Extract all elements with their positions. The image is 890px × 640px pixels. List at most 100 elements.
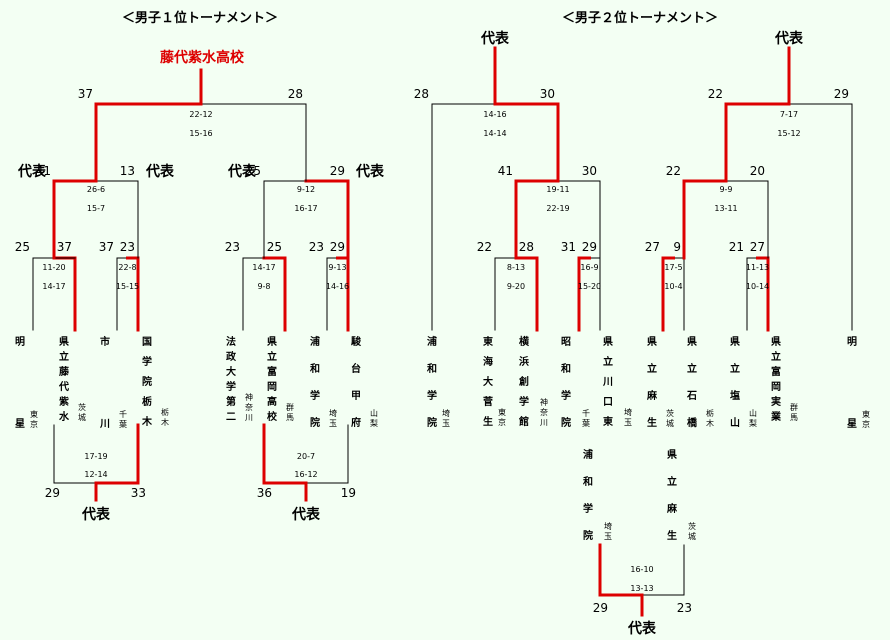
team-pref-char: 京 <box>30 419 38 429</box>
team-name-char: 立 <box>730 362 740 375</box>
score-right: 13 <box>120 164 135 178</box>
team-name-char: 院 <box>583 529 593 542</box>
set-score: 14-17 <box>252 263 275 272</box>
team-name-char: 富 <box>771 365 781 378</box>
bracket-line <box>326 257 338 331</box>
team-pref-char: 奈 <box>540 407 548 417</box>
daihyo-label: 代表 <box>145 163 175 180</box>
set-score: 16-9 <box>580 263 598 272</box>
team-name-char: 県 <box>667 448 677 461</box>
team-pref-char: 埼 <box>442 408 450 418</box>
team-name-char: 業 <box>770 410 782 423</box>
team-pref-char: 木 <box>706 418 714 428</box>
team-name-char: 学 <box>427 389 437 402</box>
team-pref-char: 千 <box>582 408 590 418</box>
bracket-line <box>305 424 349 484</box>
set-score: 13-13 <box>630 584 653 593</box>
team-name-char: 昭 <box>561 336 571 348</box>
team-pref-char: 山 <box>749 408 757 418</box>
score-right: 25 <box>267 240 282 254</box>
team-name-char: 岡 <box>771 381 781 393</box>
set-score: 10-14 <box>746 282 769 291</box>
team-pref-char: 山 <box>370 408 378 418</box>
team-name-char: 横 <box>519 335 530 348</box>
team-pref-char: 埼 <box>329 408 337 418</box>
bracket-line-winner <box>262 423 308 485</box>
score-left: 23 <box>225 240 240 254</box>
team-name-char: 立 <box>59 350 69 363</box>
score-right: 29 <box>330 240 345 254</box>
team-name-char: 水 <box>58 410 70 423</box>
team-name-char: 岡 <box>267 381 277 393</box>
score-right: 9 <box>673 240 681 254</box>
team-name-char: 浦 <box>427 335 437 348</box>
bracket-line <box>788 103 853 331</box>
team-name-char: 立 <box>647 362 657 375</box>
team-name-char: 藤 <box>59 365 70 378</box>
team-pref-char: 川 <box>540 418 548 427</box>
set-score: 14-16 <box>483 110 506 119</box>
team-pref-char: 奈 <box>245 402 253 412</box>
score-left: 22 <box>477 240 492 254</box>
team-name-char: 市 <box>100 335 110 348</box>
set-score: 15-12 <box>777 129 800 138</box>
team-pref-char: 玉 <box>442 419 450 428</box>
bracket-line <box>431 103 496 331</box>
bracket-line <box>242 257 265 331</box>
team-name-char: 院 <box>310 416 320 429</box>
set-score: 15-15 <box>116 282 139 291</box>
set-score: 20-7 <box>297 452 315 461</box>
set-score: 16-10 <box>630 565 653 574</box>
team-name-char: 海 <box>483 355 493 368</box>
team-name-char: 学 <box>561 389 571 402</box>
team-name-char: 立 <box>667 475 677 488</box>
team-pref-char: 茨 <box>666 408 674 418</box>
team-name-char: 塩 <box>730 389 740 402</box>
daihyo-label: 代表 <box>81 506 111 523</box>
team-name-char: 川 <box>602 376 613 388</box>
set-score: 22-8 <box>118 263 136 272</box>
team-name-char: 館 <box>518 415 529 428</box>
score-left: 31 <box>561 240 576 254</box>
team-name-char: 星 <box>15 418 25 430</box>
team-pref-char: 神 <box>245 392 253 402</box>
daihyo-label: 代表 <box>774 30 804 47</box>
bracket-line-winner <box>598 543 644 597</box>
set-score: 9-13 <box>328 263 346 272</box>
team-name-char: 浜 <box>519 355 529 368</box>
team-name-char: 創 <box>518 375 529 388</box>
team-pref-char: 城 <box>666 419 674 428</box>
bracket-line <box>746 257 758 331</box>
team-pref-char: 埼 <box>624 407 632 417</box>
score-right: 28 <box>519 240 534 254</box>
team-name-char: 学 <box>519 395 529 408</box>
team-pref-char: 玉 <box>624 418 632 427</box>
team-name-char: 駿 <box>351 335 362 348</box>
set-score: 26-6 <box>87 185 105 194</box>
team-pref-char: 川 <box>245 413 253 422</box>
set-score: 17-19 <box>84 452 107 461</box>
set-score: 16-17 <box>294 204 317 213</box>
team-name-char: 政 <box>226 350 237 363</box>
team-pref-char: 馬 <box>790 413 798 422</box>
team-name-char: 和 <box>426 362 437 375</box>
set-score: 17-5 <box>664 263 682 272</box>
bracket-line <box>200 103 307 182</box>
team-name-char: 院 <box>142 375 152 388</box>
team-name-char: 生 <box>667 529 677 542</box>
daihyo-label: 代表 <box>480 30 510 47</box>
team-pref-char: 玉 <box>604 532 612 541</box>
team-name-char: 県 <box>603 335 613 348</box>
bracket-line <box>95 180 139 259</box>
set-score: 7-17 <box>780 110 798 119</box>
score-left: 25 <box>15 240 30 254</box>
set-score: 14-17 <box>42 282 65 291</box>
score-right: 20 <box>750 164 765 178</box>
set-score: 8-13 <box>507 263 525 272</box>
team-name-char: 紫 <box>59 395 69 408</box>
team-name-char: 甲 <box>351 390 361 402</box>
score-right: 29 <box>834 87 849 101</box>
bracket-line <box>53 424 97 484</box>
team-name-char: 県 <box>771 335 781 348</box>
